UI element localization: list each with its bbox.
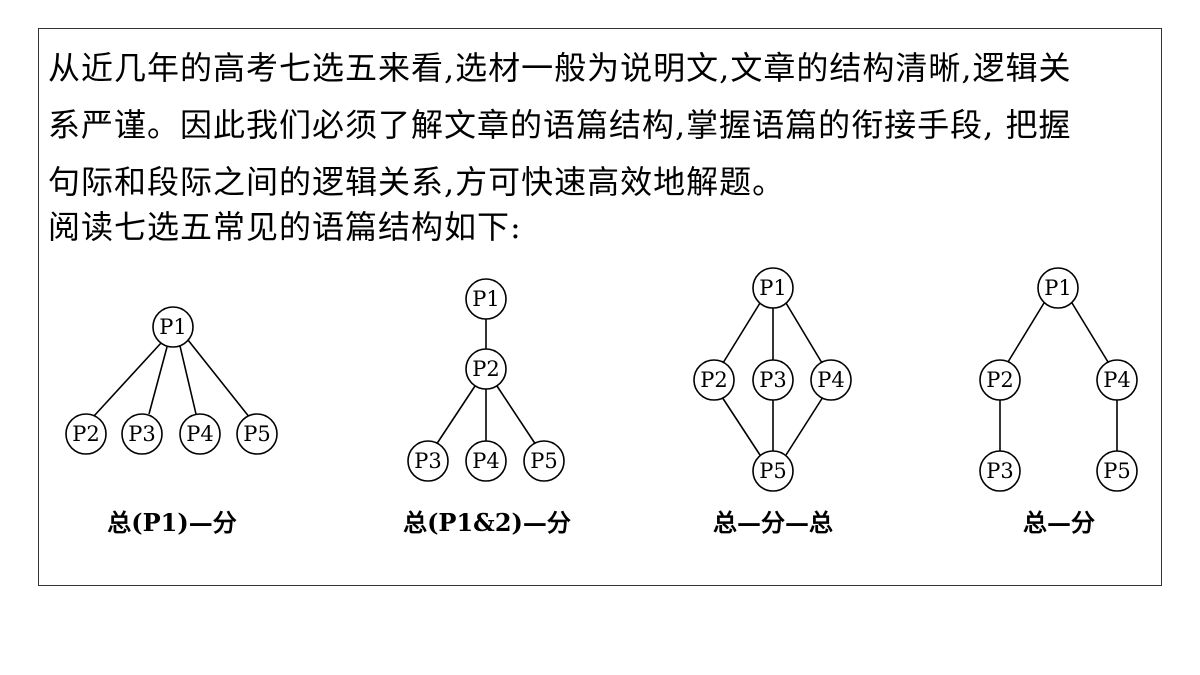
diagram-caption: 总—分 — [1023, 508, 1095, 537]
node-p4: P4 — [179, 413, 221, 455]
svg-text:P3: P3 — [128, 422, 156, 446]
edge-p1-p4 — [1071, 302, 1109, 363]
svg-text:P5: P5 — [1103, 459, 1131, 483]
svg-text:P5: P5 — [243, 422, 271, 446]
svg-text:P4: P4 — [1103, 368, 1131, 392]
svg-text:P1: P1 — [159, 315, 187, 339]
node-p2: P2 — [693, 359, 735, 401]
node-p1: P1 — [752, 267, 794, 309]
node-p1: P1 — [1037, 267, 1079, 309]
svg-text:P4: P4 — [472, 449, 500, 473]
node-p1: P1 — [465, 278, 507, 320]
diagram-caption: 总—分—总 — [713, 508, 833, 537]
edge-p1-p5 — [187, 339, 251, 419]
edge-p2-p3 — [435, 385, 476, 446]
diagram-caption: 总(P1)—分 — [107, 508, 236, 537]
svg-text:P5: P5 — [759, 459, 787, 483]
svg-text:P3: P3 — [759, 368, 787, 392]
svg-text:P2: P2 — [72, 422, 100, 446]
node-p5: P5 — [236, 413, 278, 455]
edge-p2-p5 — [496, 385, 537, 446]
svg-text:P2: P2 — [472, 357, 500, 381]
structures-lead: 阅读七选五常见的语篇结构如下: — [48, 208, 522, 246]
svg-text:P1: P1 — [472, 287, 500, 311]
node-p2: P2 — [465, 348, 507, 390]
svg-text:P2: P2 — [986, 368, 1014, 392]
edge-p1-p2 — [722, 302, 761, 364]
diagram-general-specific-branches: P1 P2 P4 P3 P5 总—分 — [979, 267, 1138, 537]
node-p3: P3 — [752, 359, 794, 401]
intro-paragraph: 从近几年的高考七选五来看,选材一般为说明文,文章的结构清晰,逻辑关 系严谨。因此… — [48, 40, 1148, 211]
diagram-general-specific-p1-2: P1 P2 P3 P4 P5 总(P1&2)—分 — [403, 278, 571, 537]
content-box — [38, 28, 1162, 586]
edge-p1-p4 — [179, 345, 197, 415]
svg-text:P1: P1 — [759, 276, 787, 300]
node-p5: P5 — [752, 450, 794, 492]
node-p5: P5 — [523, 440, 565, 482]
svg-text:P1: P1 — [1044, 276, 1072, 300]
node-p3: P3 — [979, 450, 1021, 492]
intro-line: 句际和段际之间的逻辑关系,方可快速高效地解题。 — [48, 163, 786, 201]
svg-text:P3: P3 — [986, 459, 1014, 483]
diagram-caption: 总(P1&2)—分 — [403, 508, 571, 537]
node-p2: P2 — [979, 359, 1021, 401]
svg-text:P5: P5 — [530, 449, 558, 473]
svg-text:P4: P4 — [817, 368, 845, 392]
svg-text:P2: P2 — [700, 368, 728, 392]
node-p3: P3 — [121, 413, 163, 455]
intro-line: 从近几年的高考七选五来看,选材一般为说明文,文章的结构清晰,逻辑关 — [48, 49, 1072, 87]
intro-line: 系严谨。因此我们必须了解文章的语篇结构,掌握语篇的衔接手段, 把握 — [48, 106, 1072, 144]
node-p1: P1 — [152, 306, 194, 348]
node-p4: P4 — [810, 359, 852, 401]
edge-p4-p5 — [785, 396, 824, 456]
node-p2: P2 — [65, 413, 107, 455]
node-p3: P3 — [407, 440, 449, 482]
edge-p1-p2 — [1007, 302, 1045, 363]
node-p4: P4 — [465, 440, 507, 482]
edge-p2-p5 — [721, 396, 761, 456]
node-p5: P5 — [1096, 450, 1138, 492]
edge-p1-p4 — [785, 302, 823, 364]
edge-p1-p2 — [93, 342, 162, 417]
svg-text:P4: P4 — [186, 422, 214, 446]
edge-p1-p3 — [148, 346, 168, 415]
svg-text:P3: P3 — [414, 449, 442, 473]
diagram-general-specific-p1: P1 P2 P3 P4 P5 总(P1)—分 — [65, 306, 278, 537]
diagram-general-specific-general: P1 P2 P3 P4 P5 总—分—总 — [693, 267, 852, 537]
node-p4: P4 — [1096, 359, 1138, 401]
